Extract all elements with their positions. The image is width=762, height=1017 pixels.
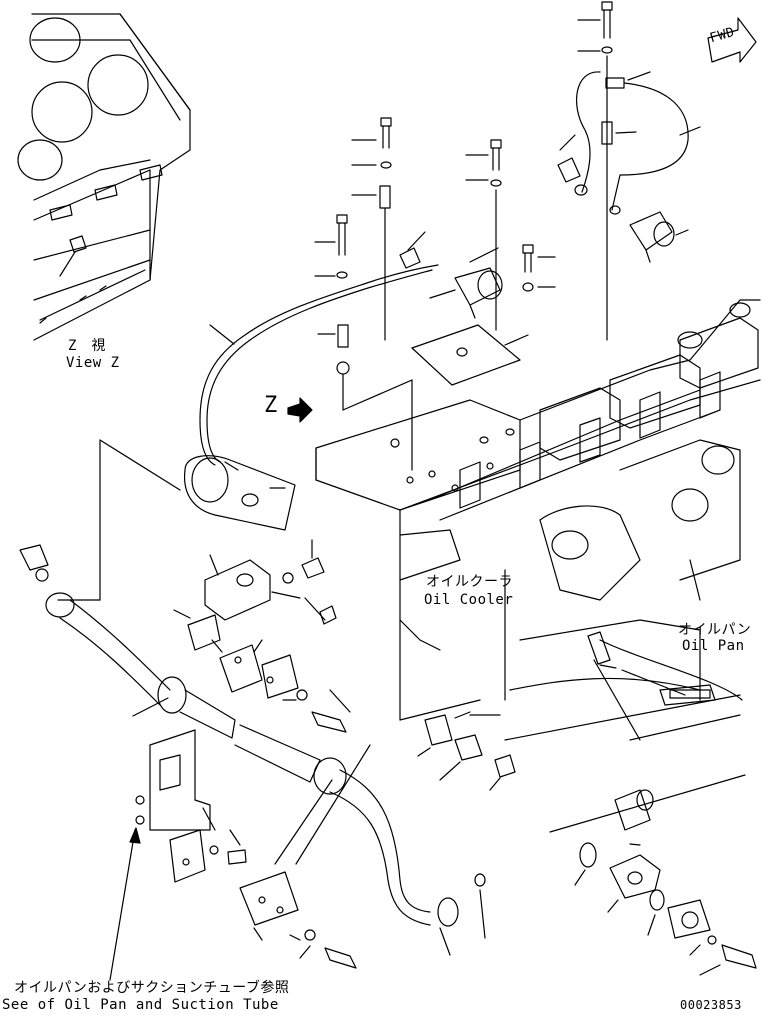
support-bracket <box>109 729 357 981</box>
view-z-block <box>17 13 191 341</box>
upper-fastener-stack <box>557 1 701 341</box>
middle-fasteners <box>314 117 556 471</box>
oil-cooler-en-label: Oil Cooler <box>424 592 514 608</box>
see-ref-jp-label: オイルパンおよびサクションチューブ参照 <box>14 980 290 996</box>
fwd-arrow-shape <box>707 17 757 63</box>
z-marker-label: Z <box>264 393 278 418</box>
bracket-parts <box>173 539 351 733</box>
starter-cable <box>199 264 439 466</box>
see-ref-en-label: See of Oil Pan and Suction Tube <box>2 997 279 1013</box>
suction-tube <box>19 544 459 956</box>
lower-right-fittings <box>474 774 757 976</box>
starter-motor <box>57 439 296 601</box>
oil-cooler-fittings <box>417 569 516 791</box>
view-z-jp-label: Z 視 <box>68 338 106 354</box>
engine-block <box>315 299 761 741</box>
oil-pan-en-label: Oil Pan <box>682 638 745 654</box>
z-arrow <box>287 397 313 423</box>
oil-cooler-jp-label: オイルクーラ <box>426 574 513 590</box>
oil-pan-jp-label: オイルパン <box>678 622 752 638</box>
drawing-number: 00023853 <box>680 998 742 1012</box>
view-z-en-label: View Z <box>66 355 120 371</box>
